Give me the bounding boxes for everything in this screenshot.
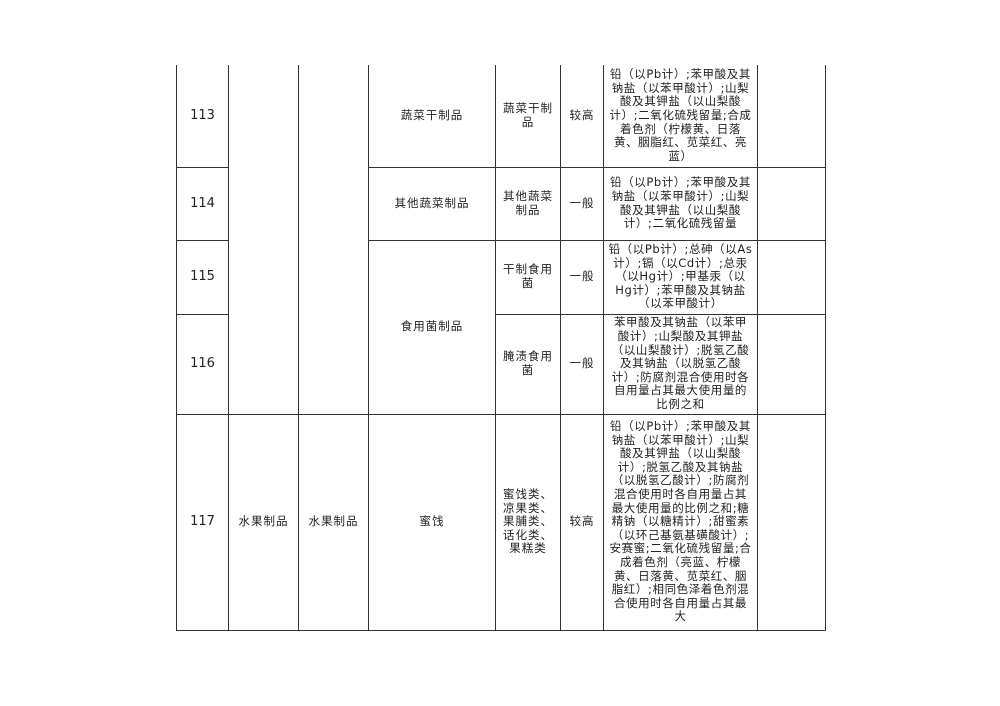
category-3-cell: 蔬菜干制品 <box>368 65 496 168</box>
risk-level: 一般 <box>560 313 604 415</box>
row-number: 113 <box>176 65 229 168</box>
category-3-cell: 食用菌制品 <box>368 239 496 415</box>
category-1-cell: 水果制品 <box>228 413 299 631</box>
risk-level: 一般 <box>560 166 604 241</box>
category-4-cell: 蜜饯类、凉果类、果脯类、话化类、果糕类 <box>495 413 561 631</box>
inspection-items: 苯甲酸及其钠盐（以苯甲酸计）;山梨酸及其钾盐（以山梨酸计）;脱氢乙酸及其钠盐（以… <box>603 313 758 415</box>
category-4-cell: 腌渍食用菌 <box>495 313 561 415</box>
category-4-cell: 其他蔬菜制品 <box>495 166 561 241</box>
inspection-items: 铅（以Pb计）;苯甲酸及其钠盐（以苯甲酸计）;山梨酸及其钾盐（以山梨酸计）;二氧… <box>603 166 758 241</box>
note-cell <box>757 166 826 241</box>
category-4-cell: 蔬菜干制品 <box>495 65 561 168</box>
table-row: 114 其他蔬菜制品 其他蔬菜制品 一般 铅（以Pb计）;苯甲酸及其钠盐（以苯甲… <box>176 166 826 241</box>
note-cell <box>757 413 826 631</box>
category-4-cell: 干制食用菌 <box>495 239 561 315</box>
row-number: 117 <box>176 413 229 631</box>
risk-level: 较高 <box>560 413 604 631</box>
row-number: 114 <box>176 166 229 241</box>
table-row: 117 水果制品 水果制品 蜜饯 蜜饯类、凉果类、果脯类、话化类、果糕类 较高 … <box>176 413 826 631</box>
risk-level: 较高 <box>560 65 604 168</box>
inspection-items: 铅（以Pb计）;苯甲酸及其钠盐（以苯甲酸计）;山梨酸及其钾盐（以山梨酸计）;脱氢… <box>603 413 758 631</box>
table-row: 113 蔬菜干制品 蔬菜干制品 较高 铅（以Pb计）;苯甲酸及其钠盐（以苯甲酸计… <box>176 65 826 415</box>
table-row: 115 食用菌制品 干制食用菌 一般 铅（以Pb计）;总砷（以As计）;镉（以C… <box>176 239 826 415</box>
inspection-items: 铅（以Pb计）;总砷（以As计）;镉（以Cd计）;总汞（以Hg计）;甲基汞（以H… <box>603 239 758 315</box>
category-2-cell: 水果制品 <box>298 413 369 631</box>
category-1-cell <box>228 65 299 415</box>
note-cell <box>757 313 826 415</box>
row-number: 115 <box>176 239 229 315</box>
note-cell <box>757 65 826 168</box>
category-3-cell: 其他蔬菜制品 <box>368 166 496 241</box>
table-row: 116 腌渍食用菌 一般 苯甲酸及其钠盐（以苯甲酸计）;山梨酸及其钾盐（以山梨酸… <box>176 313 826 415</box>
category-2-cell <box>298 65 369 415</box>
inspection-items: 铅（以Pb计）;苯甲酸及其钠盐（以苯甲酸计）;山梨酸及其钾盐（以山梨酸计）;二氧… <box>603 65 758 168</box>
risk-level: 一般 <box>560 239 604 315</box>
note-cell <box>757 239 826 315</box>
row-number: 116 <box>176 313 229 415</box>
food-inspection-table: 113 蔬菜干制品 蔬菜干制品 较高 铅（以Pb计）;苯甲酸及其钠盐（以苯甲酸计… <box>176 65 826 631</box>
category-3-cell: 蜜饯 <box>368 413 496 631</box>
